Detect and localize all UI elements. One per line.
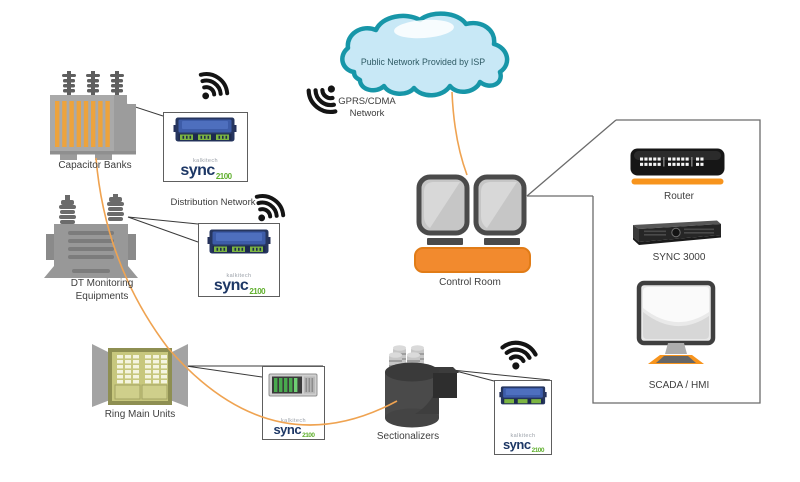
gprs-network-label: GPRS/CDMA Network <box>338 96 396 119</box>
sync-3000-label: SYNC 3000 <box>652 252 706 263</box>
monitor-stand <box>427 238 463 245</box>
sync-2100-rack-icon <box>268 373 318 397</box>
brand-name: sync <box>180 162 215 180</box>
cloud-label: Public Network Provided by ISP <box>360 57 486 67</box>
scada-monitor-icon <box>636 280 716 364</box>
brand-name: sync <box>273 422 302 438</box>
distribution-network-label: Distribution Network <box>170 197 256 208</box>
brand-name: sync <box>213 277 249 295</box>
sync-2100-box-sectionalizer: kalkitech sync2100 <box>494 380 552 455</box>
sync-2100-logo: kalkitech sync2100 <box>263 418 324 440</box>
sectionalizers-label: Sectionalizers <box>376 431 440 442</box>
sync-2100-device-icon <box>173 117 237 142</box>
dt-transformer-icon <box>44 194 138 278</box>
sync-2100-box-dt: kalkitech sync2100 <box>198 223 280 297</box>
sync-2100-device-icon <box>499 386 547 405</box>
gprs-wifi-icon <box>306 85 338 114</box>
brand-model: 2100 <box>531 447 545 455</box>
sync-2100-logo: kalkitech sync2100 <box>199 273 279 297</box>
ring-main-units-label: Ring Main Units <box>104 409 176 420</box>
cloud-icon <box>340 11 510 98</box>
router-icon <box>630 148 725 185</box>
sync-2100-device-icon <box>207 229 271 254</box>
brand-model: 2100 <box>302 432 315 440</box>
brand-name: sync <box>502 437 531 453</box>
sectionalizer-icon <box>385 345 459 428</box>
dt-monitoring-label: DT Monitoring Equipments <box>70 278 134 302</box>
brand-maker: kalkitech <box>510 432 536 439</box>
sync-2100-logo: kalkitech sync2100 <box>495 432 551 455</box>
brand-model: 2100 <box>249 287 266 297</box>
brand-model: 2100 <box>215 172 232 182</box>
scada-hmi-label: SCADA / HMI <box>648 380 710 391</box>
sync-2100-box-capacitor: kalkitech sync2100 <box>163 112 248 182</box>
monitor-stand <box>484 238 520 245</box>
wifi-icon <box>500 340 538 370</box>
router-label: Router <box>663 191 694 202</box>
sync-2100-box-rmu: kalkitech sync2100 <box>262 366 325 440</box>
sync-3000-server-icon <box>633 220 721 245</box>
monitor-icon <box>473 174 527 236</box>
ring-main-unit-icon <box>92 344 188 407</box>
capacitor-banks-label: Capacitor Banks <box>58 160 132 171</box>
capacitor-banks-icon <box>50 71 136 160</box>
wifi-icon <box>198 72 230 100</box>
control-room-label: Control Room <box>439 277 501 288</box>
monitor-icon <box>416 174 470 236</box>
desk-icon <box>414 247 531 273</box>
sync-2100-logo: kalkitech sync2100 <box>164 158 247 182</box>
